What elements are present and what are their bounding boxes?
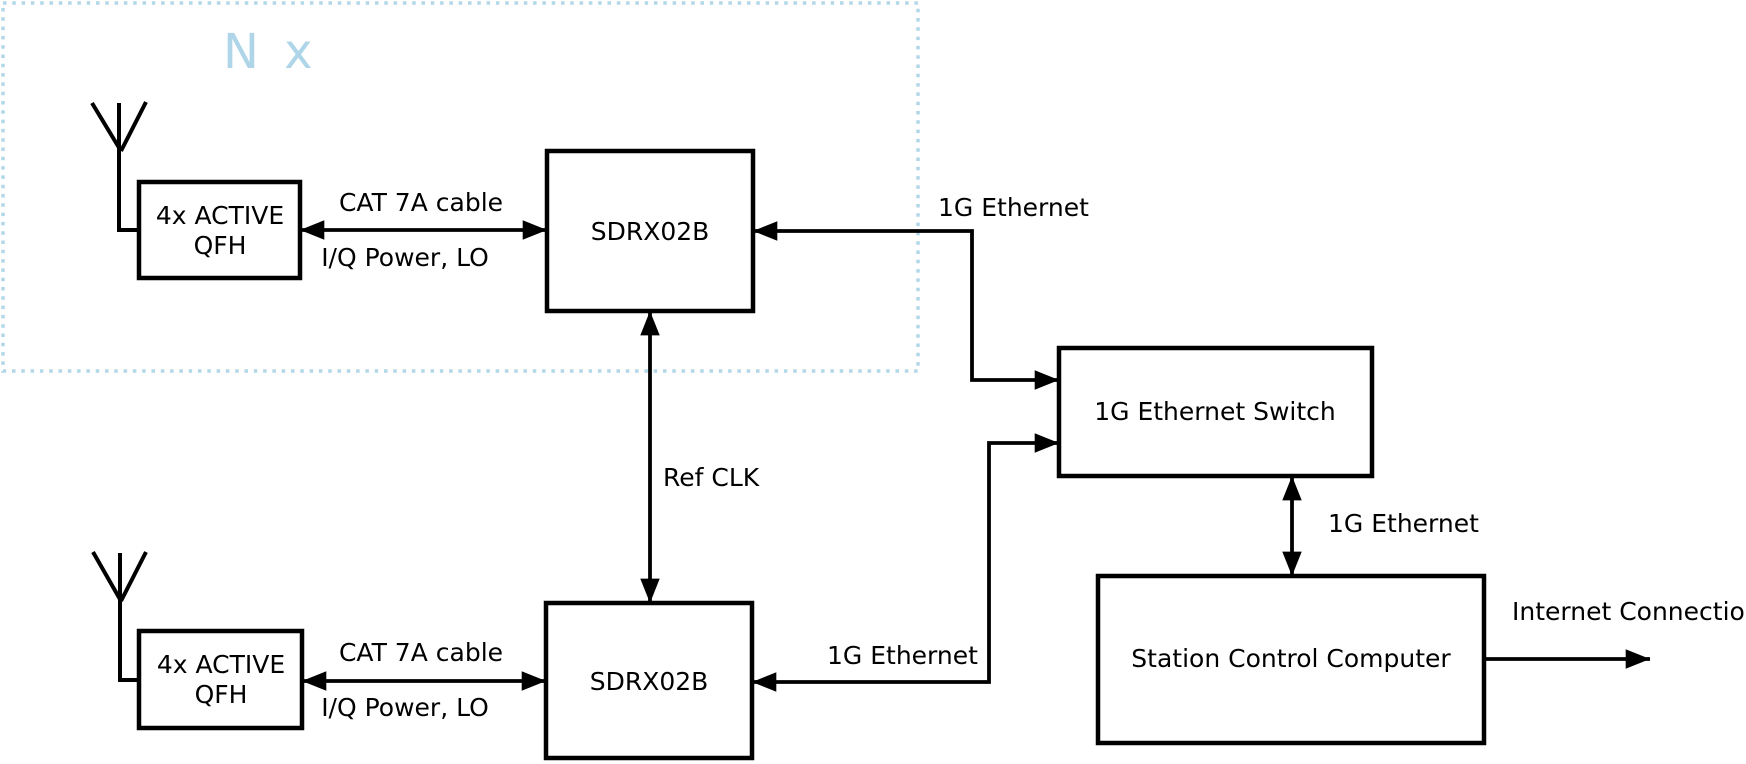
node-sdrx-bottom <box>543 600 755 761</box>
edge-eth-sdrx-bottom-to-switch <box>752 433 1059 692</box>
iq-power-top-label: I/Q Power, LO <box>321 243 489 272</box>
station-computer-label: Station Control Computer <box>1131 644 1451 673</box>
node-qfh-bottom <box>136 628 305 731</box>
cat7a-top-label: CAT 7A cable <box>339 188 503 217</box>
sdrx-top-label: SDRX02B <box>591 217 710 246</box>
iq-power-bottom-label: I/Q Power, LO <box>321 693 489 722</box>
node-station-computer <box>1095 573 1487 746</box>
eth-top-label: 1G Ethernet <box>938 193 1089 222</box>
node-sdrx-top <box>544 148 756 314</box>
refclk-label: Ref CLK <box>663 463 760 492</box>
cat7a-bottom-label: CAT 7A cable <box>339 638 503 667</box>
antenna-icon-top <box>90 101 148 232</box>
node-ethernet-switch <box>1056 345 1375 479</box>
sdrx-bottom-label: SDRX02B <box>590 667 709 696</box>
internet-connection-label: Internet Connection <box>1512 597 1746 626</box>
qfh-top-label-line1: 4x ACTIVE <box>156 201 284 230</box>
antenna-icon-bottom <box>91 551 148 682</box>
qfh-bottom-label-line2: QFH <box>195 680 248 709</box>
nx-group-border <box>1 1 920 373</box>
qfh-top-label-line2: QFH <box>194 231 247 260</box>
eth-switch-computer-label: 1G Ethernet <box>1328 509 1479 538</box>
ethernet-switch-label: 1G Ethernet Switch <box>1094 397 1336 426</box>
edge-eth-sdrx-top-to-switch <box>753 221 1059 390</box>
qfh-bottom-label-line1: 4x ACTIVE <box>157 650 285 679</box>
nx-group-label: N x <box>223 24 318 80</box>
node-qfh-top <box>136 179 303 281</box>
eth-bottom-label: 1G Ethernet <box>827 641 978 670</box>
